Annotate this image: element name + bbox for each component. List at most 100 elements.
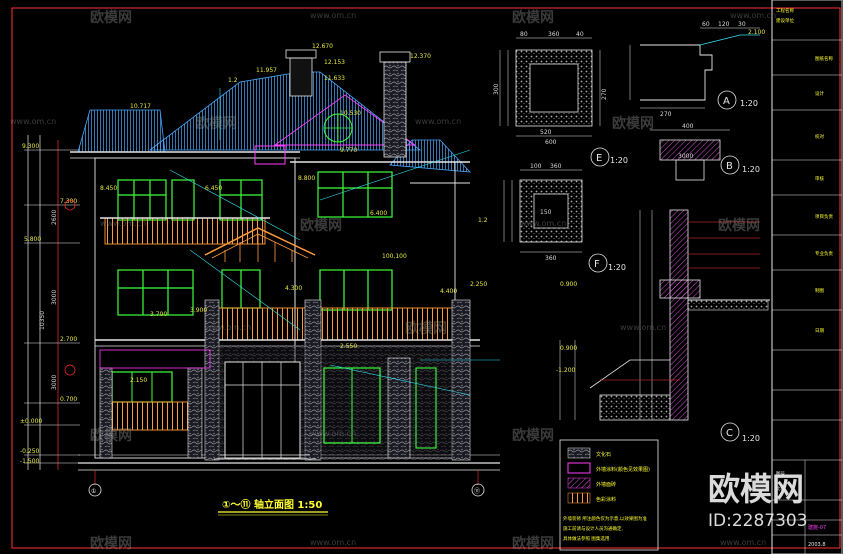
level-2250: 2.250 — [470, 281, 487, 288]
axis-marker-top — [64, 199, 76, 211]
detail-f-scale: 1:20 — [608, 263, 626, 272]
e-dim-520: 520 — [540, 129, 552, 136]
tb-row-5: 校对 — [815, 133, 824, 140]
f-dim-360b: 360 — [545, 255, 557, 262]
dim-3000b: 3000 — [51, 375, 58, 390]
watermark-brand-10: 欧模网 — [90, 535, 132, 552]
elevation-9300: 9.300 — [22, 143, 39, 150]
e-dim-300: 300 — [493, 83, 500, 95]
watermark-brand-8: 欧模网 — [90, 427, 132, 444]
chimney-right — [383, 61, 407, 158]
b-dim-3000: 3000 — [678, 153, 693, 160]
watermark-url-10: www.om.cn — [310, 538, 356, 547]
detail-a-scale: 1:20 — [740, 99, 758, 108]
tb-row-7: 项目负责 — [815, 213, 833, 220]
watermark-url-5: www.om.cn — [100, 219, 146, 228]
level-6400: 6.400 — [370, 210, 387, 217]
detail-e-mark: E — [596, 153, 602, 164]
a-dim-60: 60 — [702, 21, 710, 28]
level-10717: 10.717 — [130, 103, 151, 110]
c-level-m1200: -1.200 — [556, 367, 576, 374]
grid-label-11: ⑪ — [474, 487, 480, 495]
level-11633: 11.633 — [324, 75, 345, 82]
legend-note-2: 施工前请与设计人员沟通确定, — [563, 525, 623, 532]
elevation-0700: 0.700 — [60, 396, 77, 403]
level-12670: 12.670 — [312, 43, 333, 50]
watermark-url-4: www.om.cn — [415, 117, 461, 126]
b-dim-400: 400 — [682, 123, 694, 130]
label-3700: 3.700 — [150, 311, 167, 318]
legend-item-1: 文化石 — [596, 451, 611, 458]
watermark-brand-4: 欧模网 — [612, 115, 654, 132]
e-dim-360: 360 — [548, 31, 560, 38]
legend-note-3: 具体做法参照 图集选用. — [563, 535, 611, 542]
chimney-left — [289, 57, 313, 97]
a-dim-270: 270 — [660, 111, 672, 118]
elevation-2700: 2.700 — [60, 336, 77, 343]
watermark-url-2: www.om.cn — [730, 11, 776, 20]
elevation-7300: 7.300 — [60, 198, 77, 205]
grid-bubble-1 — [88, 483, 102, 497]
watermark-brand-9: 欧模网 — [512, 427, 554, 444]
a-dim-30: 30 — [738, 21, 746, 28]
ground-floor-openings — [99, 357, 437, 460]
detail-e-scale: 1:20 — [610, 156, 628, 165]
detail-f: 100 360 150 360 F 1:20 — [503, 163, 626, 273]
level-9770: 9.770 — [340, 147, 357, 154]
dim-3000a: 3000 — [51, 290, 58, 305]
c-level-0900b: 0.900 — [560, 345, 577, 352]
gable — [273, 94, 417, 146]
e-dim-40: 40 — [576, 31, 584, 38]
watermark-brand-6: 欧模网 — [718, 217, 760, 234]
title-block: 工程名称 建设单位 图纸名称 设计 校对 审核 项目负责 专业负责 制图 日期 … — [771, 0, 843, 554]
legend-item-4: 色彩涂料 — [596, 496, 616, 503]
second-floor-railing-right — [317, 307, 469, 341]
tb-row-11: 图号 — [776, 471, 785, 477]
level-4400: 4.400 — [440, 288, 457, 295]
axis-a-marker — [64, 364, 76, 376]
level-12153: 12.153 — [324, 59, 345, 66]
tb-row-6: 审核 — [815, 175, 824, 182]
dim-10350: 10350 — [39, 311, 46, 330]
tb-row-2: 建设单位 — [776, 17, 794, 24]
elevation-m1500: -1.500 — [20, 458, 40, 465]
dim-2600: 2600 — [51, 210, 58, 225]
watermark-url-7: www.om.cn — [205, 323, 251, 332]
tb-row-4: 设计 — [815, 90, 824, 97]
detail-c-mark: C — [726, 428, 733, 439]
elevation-5800: 5.800 — [24, 236, 41, 243]
pergola-gable — [204, 227, 316, 256]
tb-row-12: 比例 — [776, 485, 785, 492]
third-floor-windows — [117, 171, 393, 221]
watermark-brand-11: 欧模网 — [512, 535, 554, 552]
level-12370: 12.370 — [410, 53, 431, 60]
watermark-brand-7: 欧模网 — [405, 320, 447, 337]
tb-row-8: 专业负责 — [815, 250, 833, 257]
detail-a: 60 120 30 270 2.100 A 1:20 — [629, 21, 765, 118]
left-roof — [77, 109, 166, 153]
detail-f-mark: F — [594, 259, 600, 270]
level-4300: 4.300 — [285, 285, 302, 292]
label-100-100: 100,100 — [382, 253, 407, 260]
detail-b: 400 3000 B 1:20 — [650, 123, 760, 181]
elevation-m0250: -0.250 — [20, 448, 40, 455]
level-2150: 2.150 — [130, 377, 147, 384]
level-11957: 11.957 — [256, 67, 277, 74]
material-legend: 文化石 外墙涂料(颜色见效果图) 外墙面砖 色彩涂料 外墙装修 所注颜色仅为示意… — [559, 439, 659, 551]
f-dim-150: 150 — [540, 209, 552, 216]
tb-row-9: 制图 — [815, 287, 824, 294]
f-dim-360: 360 — [550, 163, 562, 170]
tb-row-10: 日期 — [815, 328, 824, 334]
e-dim-270: 270 — [601, 88, 608, 100]
house-elevation: ① ⑪ 12.670 12.370 11.957 12.153 11.633 1… — [70, 43, 500, 516]
detail-c: 0.900 0.900 -1.200 C 1:20 — [556, 209, 770, 443]
watermark-url-9: www.om.cn — [310, 429, 356, 438]
watermark-brand-large: 欧模网 — [708, 470, 804, 508]
level-2550: 2.550 — [340, 343, 357, 350]
legend-item-2: 外墙涂料(颜色见效果图) — [596, 466, 650, 473]
left-dimension-chain: 9.300 7.300 5.800 2.700 0.700 ±0.000 -0.… — [20, 135, 80, 470]
legend-item-3: 外墙面砖 — [596, 481, 616, 488]
level-1-2a: 1.2 — [228, 77, 238, 84]
f-dim-100: 100 — [530, 163, 542, 170]
level-8800: 8.800 — [298, 175, 315, 182]
